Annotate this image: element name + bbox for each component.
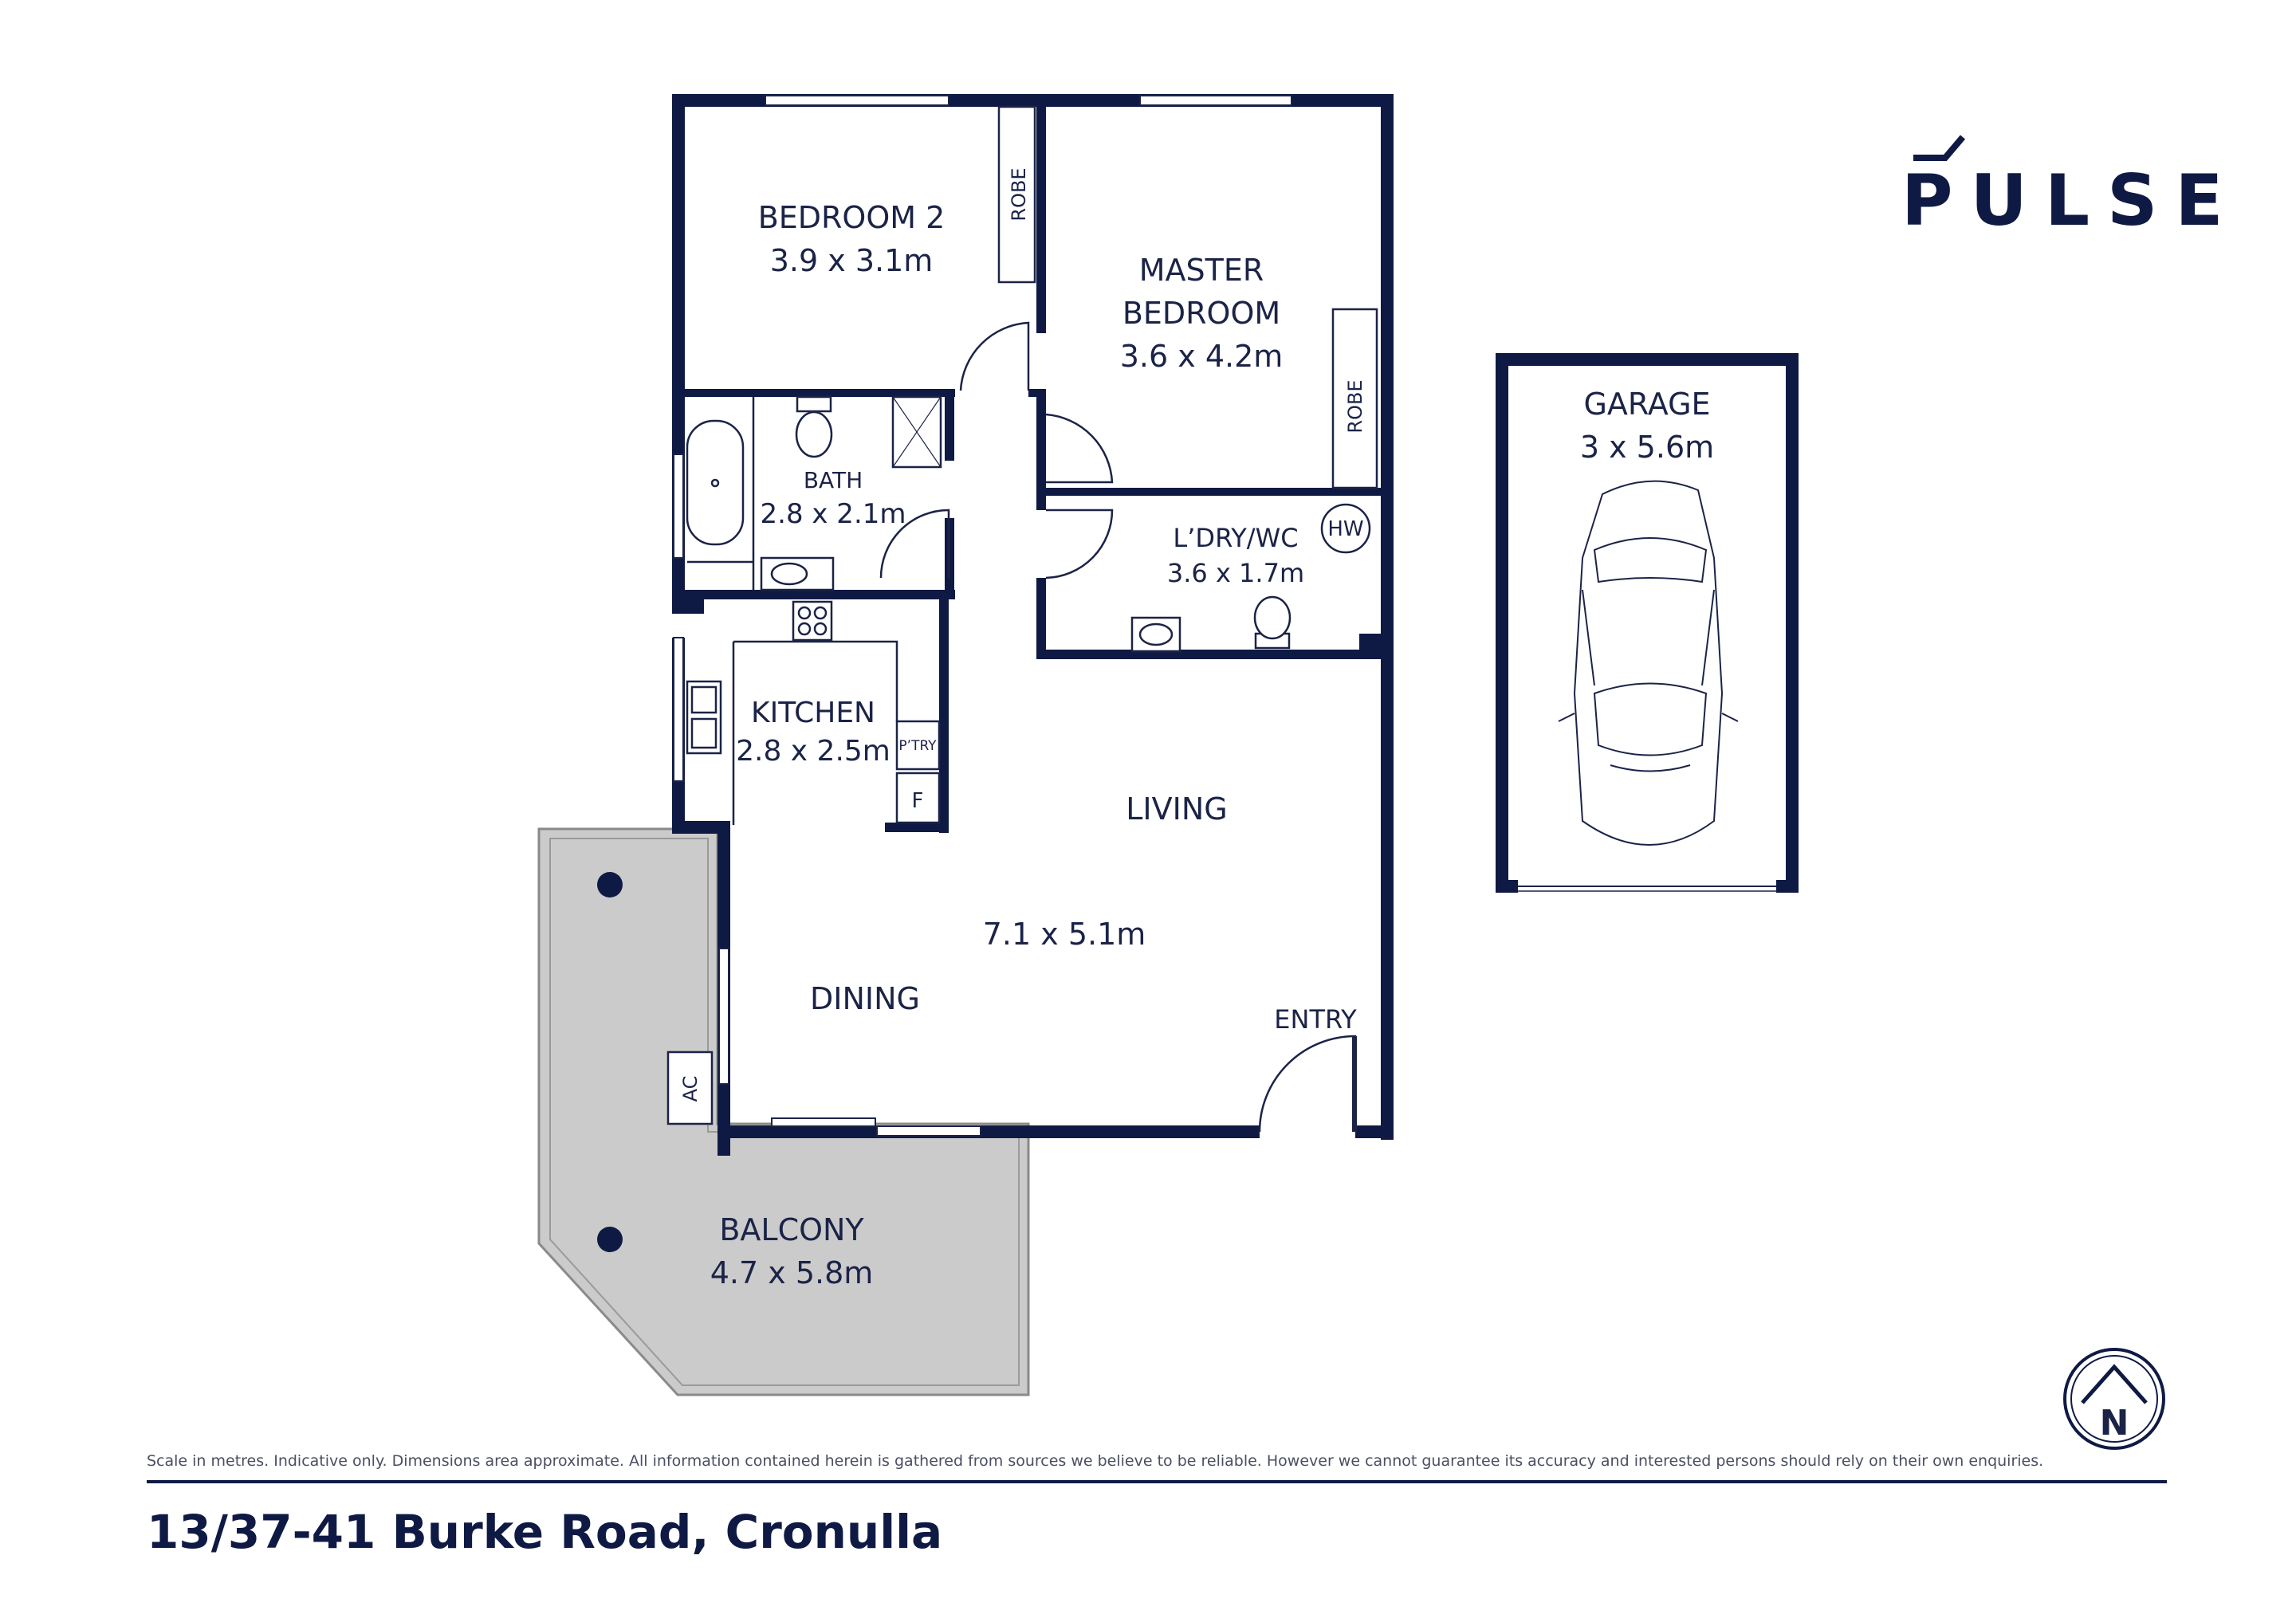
dining-name: DINING [810,981,920,1016]
logo-mark-icon [1913,135,1966,161]
disclaimer-text: Scale in metres. Indicative only. Dimens… [147,1452,2044,1470]
bath-size: 2.8 x 2.1m [761,498,906,530]
laundry-name: L’DRY/WC [1173,523,1298,553]
balcony-area [537,827,1030,1396]
master-size: 3.6 x 4.2m [1120,339,1284,374]
living-name: LIVING [1126,791,1227,827]
living-size: 7.1 x 5.1m [983,917,1146,952]
ac-label: AC [679,1076,702,1102]
bedroom2-name: BEDROOM 2 [758,200,946,235]
master-name-line1: MASTER [1139,253,1264,288]
pantry-label: P’TRY [898,738,937,754]
garage [1496,353,1799,893]
garage-name: GARAGE [1583,387,1710,422]
brand-logo: PULSE [1901,159,2241,242]
bedroom2-size: 3.9 x 3.1m [770,243,934,278]
laundry-size: 3.6 x 1.7m [1167,558,1304,588]
robe-label-master: ROBE [1344,379,1366,433]
master-name-line2: BEDROOM [1122,296,1280,331]
footer-divider [147,1480,2167,1483]
balcony-post [597,1227,623,1252]
fridge-label: F [912,789,924,813]
kitchen-name: KITCHEN [751,697,875,729]
balcony-name: BALCONY [719,1212,864,1247]
robe-label-bedroom2: ROBE [1008,167,1030,221]
hw-label: HW [1327,517,1363,541]
north-label: N [2100,1403,2129,1443]
entry-name: ENTRY [1274,1004,1357,1035]
kitchen-size: 2.8 x 2.5m [736,735,890,768]
balcony-post [597,872,623,897]
apartment-walls [672,94,1394,1156]
property-address: 13/37-41 Burke Road, Cronulla [147,1505,943,1559]
balcony-size: 4.7 x 5.8m [710,1255,874,1290]
garage-size: 3 x 5.6m [1580,430,1714,465]
bath-name: BATH [804,467,863,493]
car-icon [1558,480,1739,846]
fixtures [666,395,1371,1125]
north-arrow-icon [2063,1348,2165,1450]
